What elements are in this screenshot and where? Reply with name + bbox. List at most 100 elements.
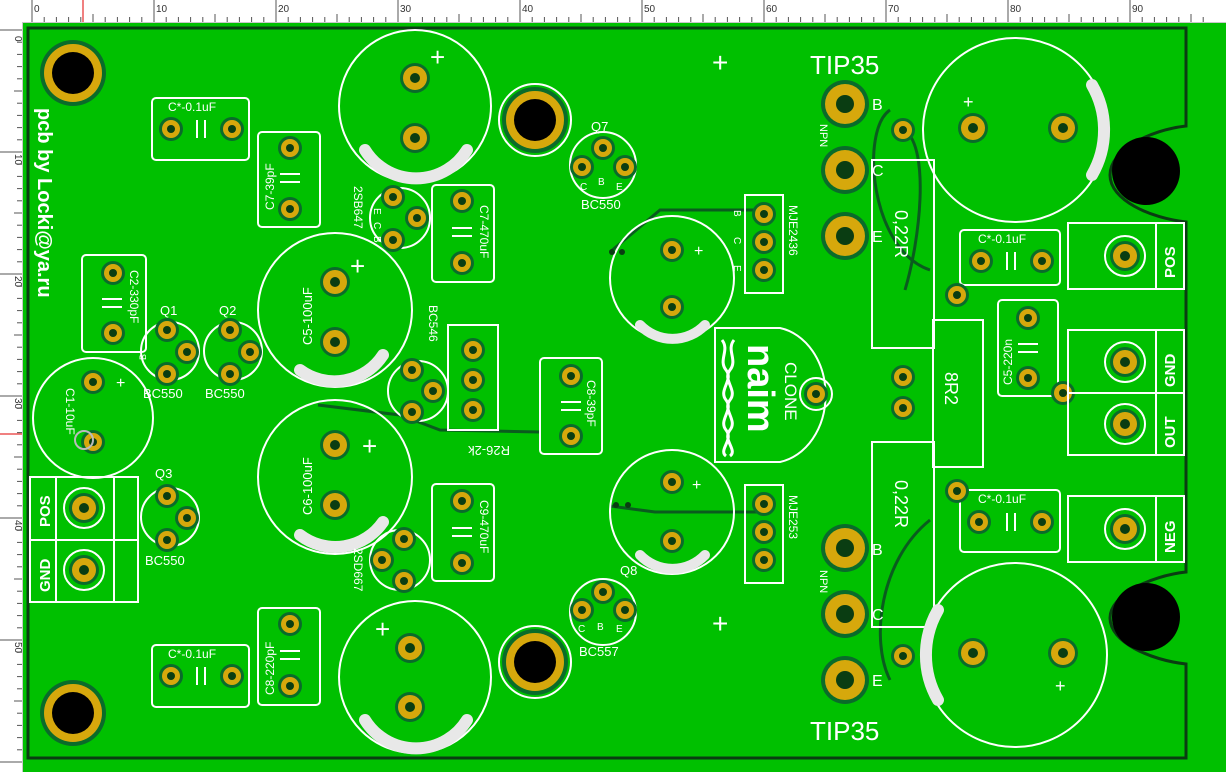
plus-marker-bottom: + (712, 608, 728, 639)
electrolytic-cap-mid-upper[interactable]: + (609, 215, 735, 344)
ruler-left-label-50: 50 (12, 642, 22, 654)
mount-hole-top-left[interactable] (40, 40, 106, 106)
capacitor-c9-470uf[interactable]: C9-470uF (431, 483, 495, 582)
electrolytic-cap-right-bottom[interactable]: + (919, 562, 1108, 748)
capacitor-c8-220pf[interactable]: C8-220pF (257, 607, 321, 706)
transistor-q2-bc550[interactable]: Q2 BC550 (203, 303, 263, 401)
label-c5a: C5-100uF (300, 287, 315, 345)
capacitor-c7-470uf[interactable]: C7-470uF (431, 184, 495, 283)
svg-text:+: + (375, 614, 390, 644)
ruler-label-80: 80 (1010, 4, 1022, 15)
resistor-0-22r-top[interactable]: 0,22R (871, 118, 935, 389)
mount-hole-top-center[interactable] (502, 87, 568, 153)
plus-marker-top: + (712, 47, 728, 78)
ruler-label-30: 30 (400, 4, 412, 15)
ruler-label-60: 60 (766, 4, 778, 15)
label-q2: Q2 (219, 303, 236, 318)
electrolytic-cap-c6-100uf[interactable]: + C6-100uF (257, 399, 413, 555)
terminal-pos-right[interactable]: POS (1067, 222, 1185, 290)
label-npn-bottom: NPN (817, 570, 829, 593)
transistor-q1-bc550[interactable]: Q1 B BC550 (138, 303, 200, 401)
label-r022-top: 0,22R (891, 210, 911, 258)
label-c1: C1-10uF (63, 388, 77, 435)
capacitor-c5-220n[interactable]: C5-220n (997, 299, 1075, 405)
transistor-tip35-top[interactable]: TIP35 B C E NPN (810, 50, 884, 260)
heatsink-hole-bottom[interactable] (1112, 583, 1180, 651)
transistor-mje2436[interactable]: MJE2436 B C E (731, 194, 800, 294)
svg-text:C: C (872, 607, 884, 624)
terminal-gnd-out-right[interactable]: GND OUT (1067, 329, 1185, 456)
label-c7b: C7-470uF (477, 205, 491, 258)
vertical-ruler[interactable]: 0 10 20 30 40 50 (0, 22, 23, 772)
electrolytic-cap-right-top[interactable]: + (922, 37, 1111, 223)
transistor-2sb647[interactable]: 2SB647 E C B (351, 185, 431, 252)
copper-traces (317, 108, 931, 681)
label-bc557: BC557 (579, 644, 619, 659)
transistor-q7-bc550[interactable]: Q7 C B E BC550 (569, 119, 637, 212)
label-mje253: MJE253 (786, 495, 800, 539)
label-npn-top: NPN (817, 124, 829, 147)
svg-text:E: E (371, 208, 382, 215)
transistor-q8-bc557[interactable]: C B E BC557 (569, 578, 637, 659)
electrolytic-cap-mid-lower[interactable]: + Q8 (609, 449, 735, 578)
label-pos-left: POS (37, 495, 54, 527)
pcb-canvas[interactable]: pcb by Locki@ya.ru C*-0.1uF C7-39pF C2-3… (23, 23, 1226, 772)
svg-text:+: + (362, 431, 377, 461)
electrolytic-cap-bottom-center[interactable]: + (338, 600, 492, 755)
ruler-left-label-30: 30 (12, 398, 22, 410)
terminal-block-left[interactable]: POS GND (29, 476, 139, 603)
label-c-right-bottom: C*-0.1uF (978, 492, 1026, 506)
svg-text:B: B (598, 177, 605, 188)
svg-text:B: B (138, 354, 148, 360)
label-pos-right: POS (1162, 246, 1179, 278)
terminal-neg-right[interactable]: NEG (1067, 495, 1185, 563)
capacitor-c7-39pf[interactable]: C7-39pF (257, 131, 321, 228)
resistor-8r2[interactable]: 8R2 (932, 319, 984, 468)
label-c6: C6-100uF (300, 457, 315, 515)
electrolytic-cap-top-center[interactable]: + (338, 29, 492, 185)
ruler-label-20: 20 (278, 4, 290, 15)
ruler-label-10: 10 (156, 4, 168, 15)
label-mje2436: MJE2436 (786, 205, 800, 256)
transistor-2sd667[interactable]: 2SD667 (351, 527, 431, 593)
capacitor-c-top[interactable]: C*-0.1uF (151, 97, 250, 161)
capacitor-c8-39pf[interactable]: C8-39pF (539, 357, 603, 455)
label-tip35-top: TIP35 (810, 50, 879, 80)
mount-hole-bottom-center[interactable] (502, 629, 568, 695)
transistor-tip35-bottom[interactable]: TIP35 B C E NPN (810, 524, 884, 746)
ruler-left-label-0: 0 (12, 36, 22, 42)
resistor-0-22r-bottom[interactable]: 0,22R (871, 396, 935, 668)
svg-text:C: C (872, 163, 884, 180)
capacitor-c-bottom[interactable]: C*-0.1uF (151, 644, 250, 708)
transistor-q3-bc550[interactable]: Q3 BC550 (140, 466, 200, 568)
label-q3: Q3 (155, 466, 172, 481)
label-r022-bottom: 0,22R (891, 480, 911, 528)
horizontal-ruler[interactable]: 0 10 20 30 40 50 60 70 80 90 (0, 0, 1226, 23)
electrolytic-cap-c5-100uf[interactable]: + C5-100uF (257, 232, 413, 388)
cursor-target-icon (74, 430, 94, 450)
heatsink-hole-top[interactable] (1112, 137, 1180, 205)
capacitor-c2-330pf[interactable]: C2-330pF (81, 254, 147, 353)
label-c8a: C8-220pF (263, 642, 277, 695)
svg-text:C: C (578, 624, 585, 635)
trimmer-r26-2k[interactable]: R26-2k (447, 324, 510, 458)
vertical-ruler-scale: 0 10 20 30 40 50 (0, 29, 23, 763)
svg-text:E: E (872, 673, 883, 690)
svg-text:E: E (616, 624, 623, 635)
label-out-right: OUT (1162, 416, 1179, 448)
svg-text:B: B (597, 622, 604, 633)
mount-hole-bottom-left[interactable] (40, 680, 106, 746)
svg-text:B: B (872, 542, 883, 559)
svg-text:C: C (371, 222, 382, 229)
svg-text:+: + (694, 243, 703, 260)
capacitor-c-right-top[interactable]: C*-0.1uF (945, 229, 1061, 307)
svg-text:C: C (731, 237, 742, 244)
svg-text:E: E (872, 229, 883, 246)
label-gnd-left: GND (37, 559, 54, 593)
label-c8b: C8-39pF (584, 380, 598, 427)
svg-text:+: + (1055, 676, 1066, 696)
ruler-label-40: 40 (522, 4, 534, 15)
capacitor-c-right-bottom[interactable]: C*-0.1uF (945, 479, 1061, 553)
pcb-board[interactable]: pcb by Locki@ya.ru C*-0.1uF C7-39pF C2-3… (23, 23, 1226, 772)
transistor-mje253[interactable]: MJE253 (744, 484, 800, 584)
